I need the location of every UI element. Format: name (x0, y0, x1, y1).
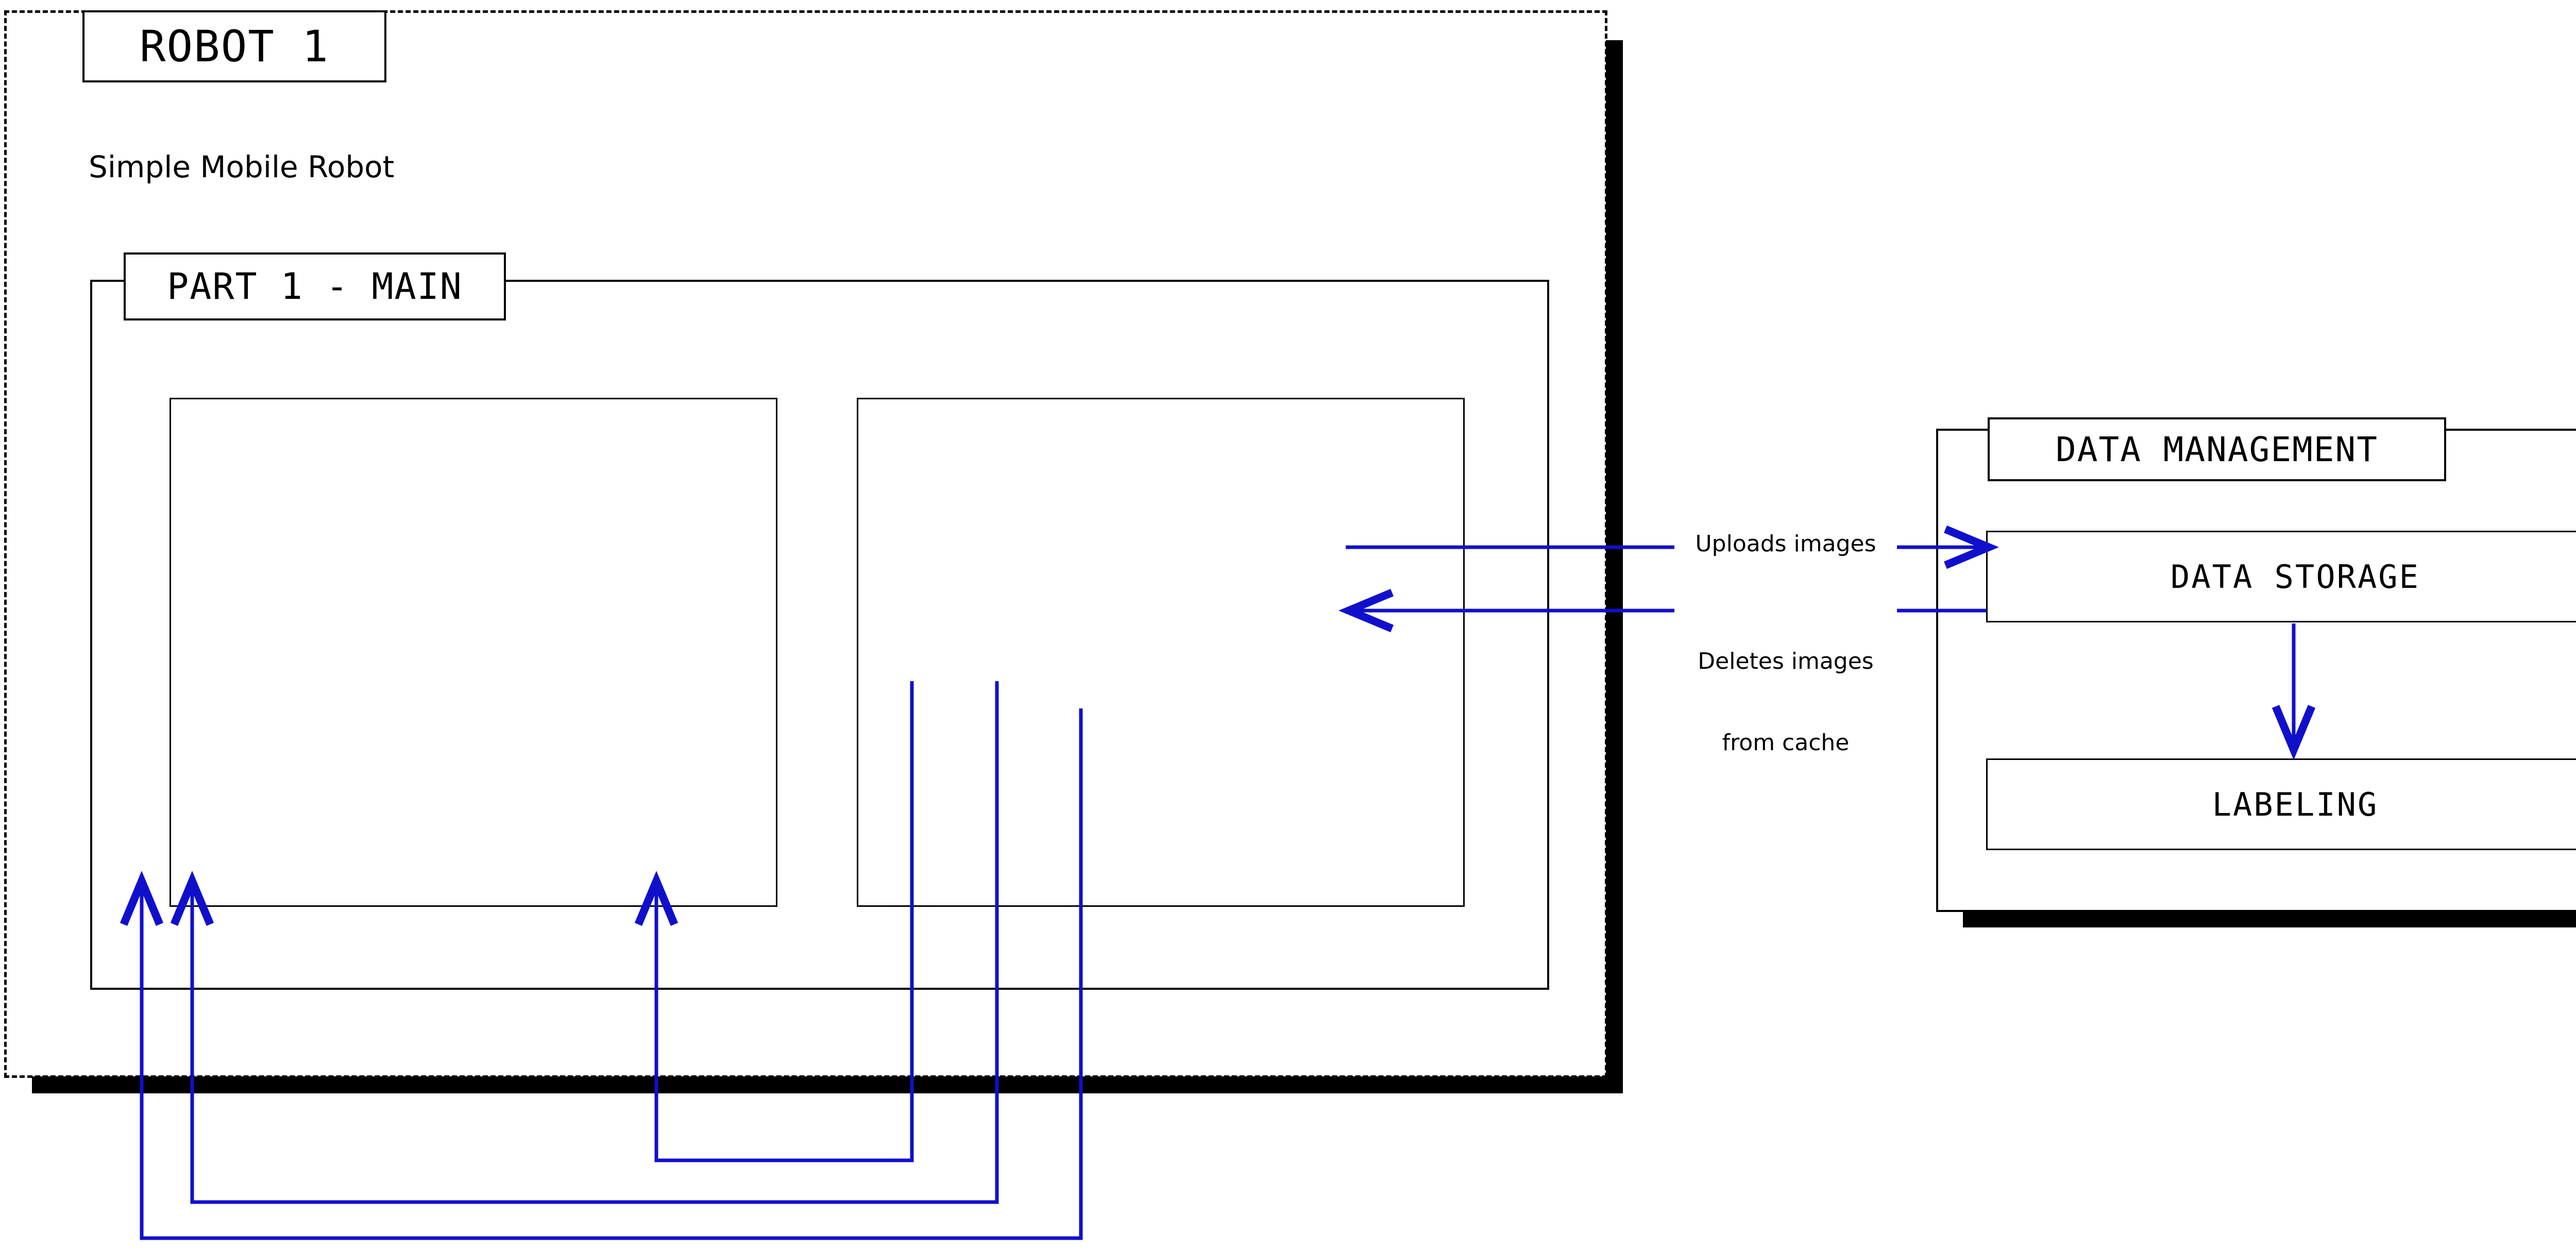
robot-title: ROBOT 1 (139, 21, 329, 72)
edge-label-uploads: Uploads images (1674, 531, 1897, 558)
part-main-title-chip: PART 1 - MAIN (124, 252, 506, 320)
edge-label-deletes-line2: from cache (1722, 729, 1850, 756)
data-management-shadow-bottom (1963, 911, 2576, 927)
robot-title-chip: ROBOT 1 (82, 10, 386, 82)
components-panel (170, 398, 777, 907)
robot-subtitle: Simple Mobile Robot (89, 149, 395, 184)
edge-navigation-to-gps (192, 681, 999, 1204)
edge-label-deletes: Deletes images from cache (1674, 594, 1897, 812)
robot-container-shadow (1606, 40, 1623, 1093)
labeling-label: LABELING (2212, 786, 2379, 823)
part-main-title: PART 1 - MAIN (167, 265, 463, 308)
services-panel (857, 398, 1465, 907)
robot-container-shadow-bottom (32, 1076, 1623, 1093)
data-management-title: DATA MANAGEMENT (2055, 429, 2379, 469)
robot-container (4, 10, 1607, 1078)
edge-datacapture-to-base (142, 708, 1083, 1240)
edge-label-deletes-line1: Deletes images (1698, 648, 1874, 674)
edge-vision-to-camera (656, 681, 914, 1162)
data-management-title-chip: DATA MANAGEMENT (1988, 417, 2446, 481)
data-storage-block: DATA STORAGE (1986, 531, 2576, 622)
data-storage-label: DATA STORAGE (2171, 558, 2420, 596)
